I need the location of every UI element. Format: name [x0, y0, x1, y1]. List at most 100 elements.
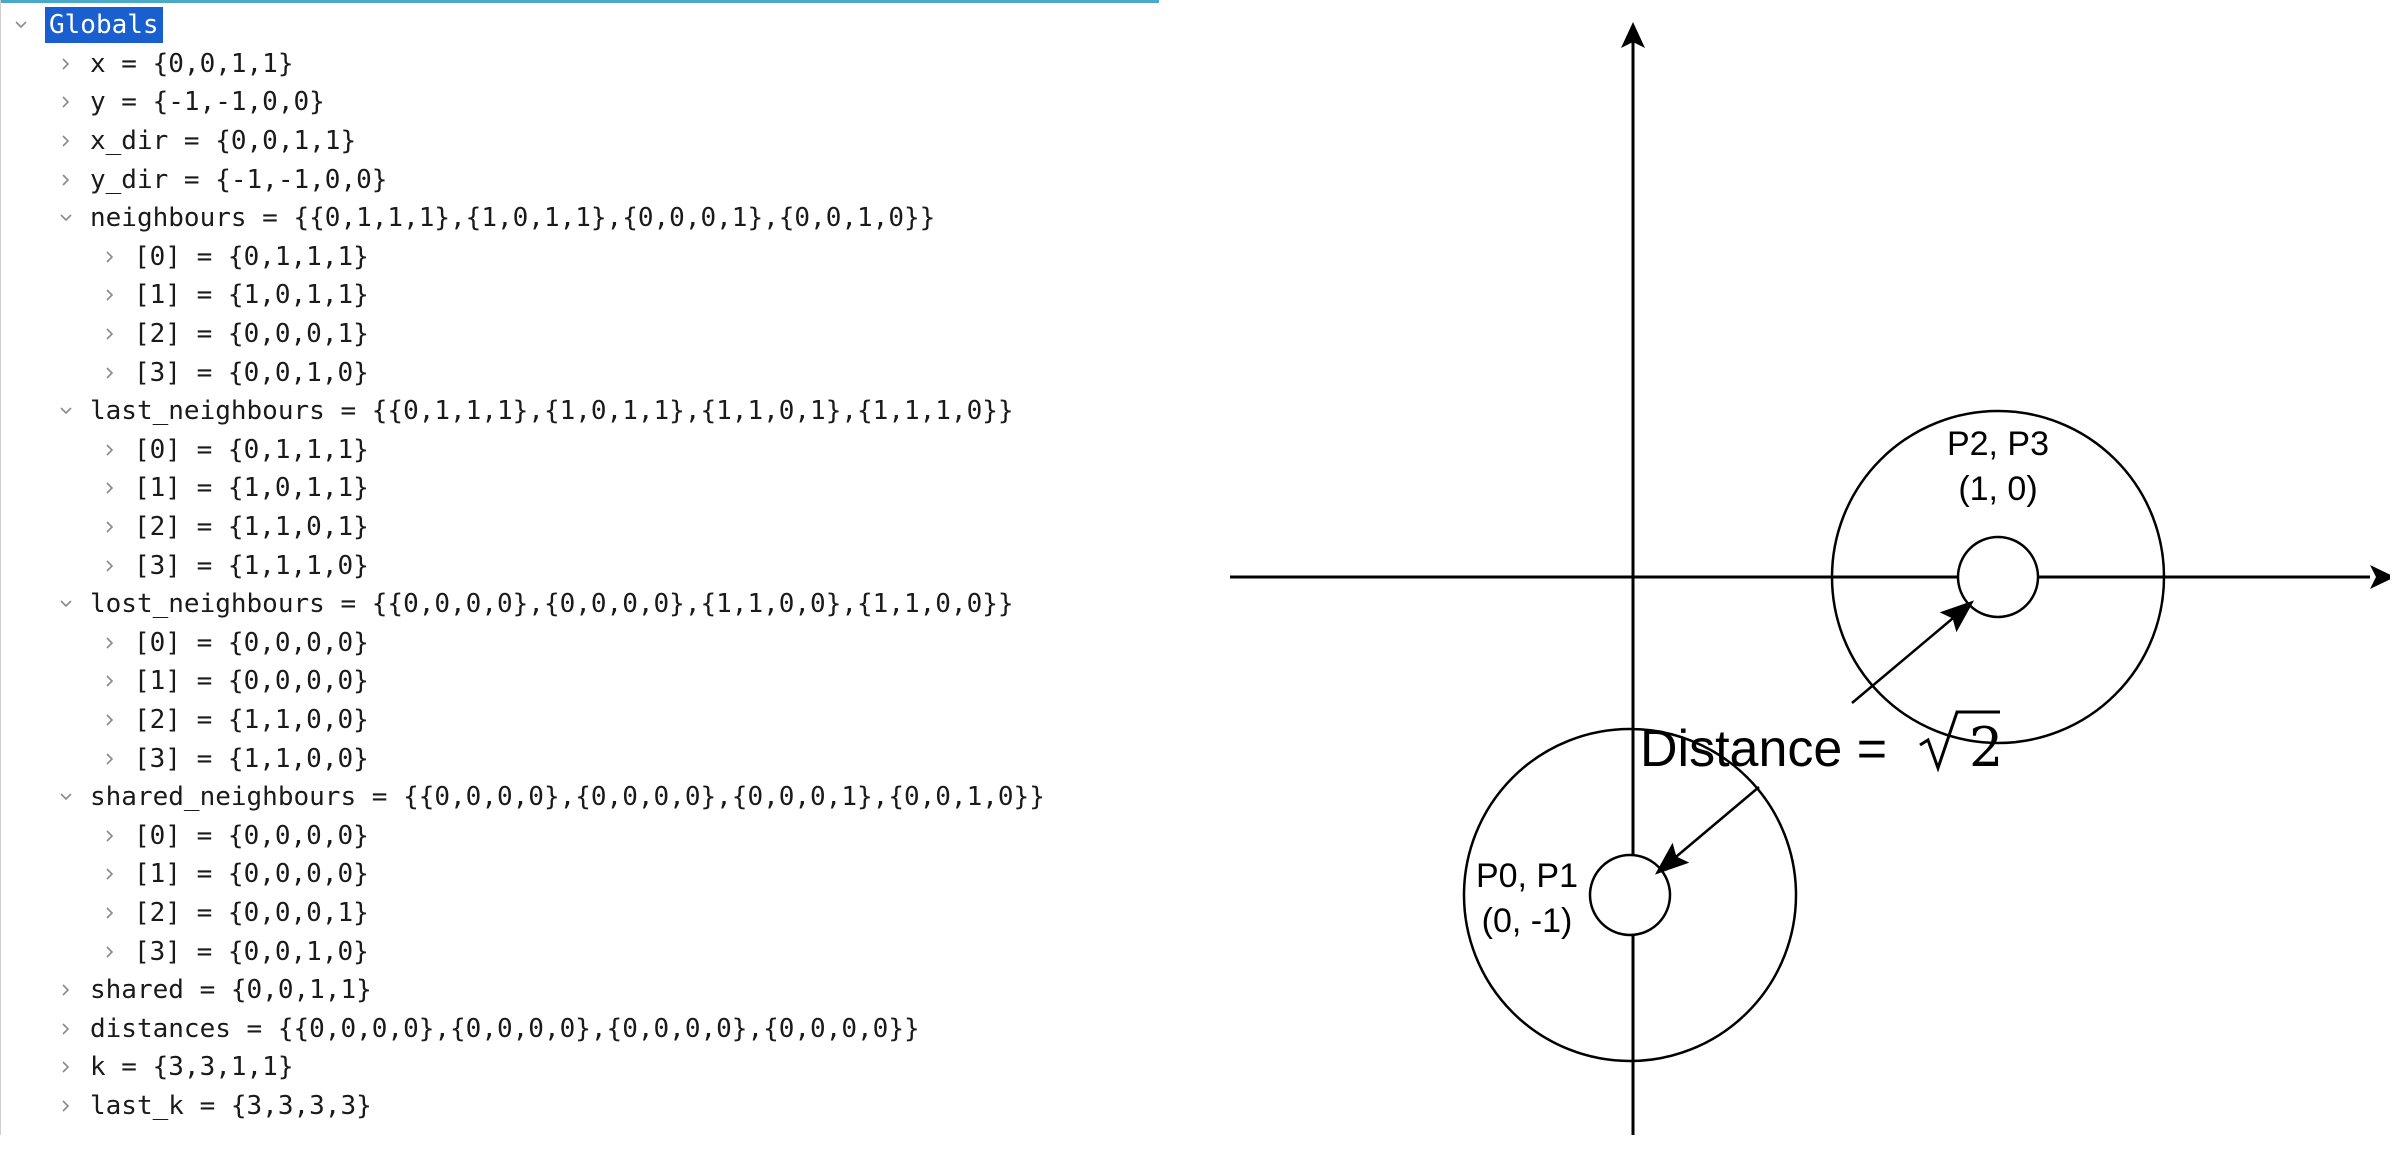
lower-point-circle: [1588, 853, 1672, 937]
upper-group-coord: (1, 0): [1958, 470, 2037, 508]
chevron-down-icon[interactable]: [11, 6, 31, 44]
chevron-right-icon[interactable]: [100, 624, 120, 662]
chevron-right-icon[interactable]: [100, 547, 120, 585]
distance-radicand: 2: [1969, 716, 2003, 779]
tree-row[interactable]: [0] = {0,0,0,0}: [1, 817, 1161, 856]
tree-row-label: distances = {{0,0,0,0},{0,0,0,0},{0,0,0,…: [90, 1013, 920, 1044]
lower-group-name: P0, P1: [1476, 857, 1578, 895]
tree-row[interactable]: [3] = {0,0,1,0}: [1, 932, 1161, 971]
tree-row[interactable]: [2] = {1,1,0,0}: [1, 701, 1161, 740]
tree-row[interactable]: [3] = {1,1,1,0}: [1, 546, 1161, 585]
tree-row[interactable]: y_dir = {-1,-1,0,0}: [1, 160, 1161, 199]
tree-row[interactable]: [1] = {0,0,0,0}: [1, 855, 1161, 894]
upper-group-name: P2, P3: [1947, 425, 2049, 463]
tree-row[interactable]: [0] = {0,1,1,1}: [1, 431, 1161, 470]
tree-row-label: [0] = {0,0,0,0}: [134, 627, 369, 658]
tree-row-label: [1] = {0,0,0,0}: [134, 666, 369, 697]
tree-row-label: [0] = {0,0,0,0}: [134, 820, 369, 851]
tree-row[interactable]: [2] = {0,0,0,1}: [1, 894, 1161, 933]
tree-row[interactable]: distances = {{0,0,0,0},{0,0,0,0},{0,0,0,…: [1, 1010, 1161, 1049]
lower-group-coord: (0, -1): [1482, 902, 1573, 940]
tree-row-label: [1] = {1,0,1,1}: [134, 280, 369, 311]
chevron-right-icon[interactable]: [100, 354, 120, 392]
x-axis-arrowhead: [2370, 565, 2390, 589]
tree-row[interactable]: lost_neighbours = {{0,0,0,0},{0,0,0,0},{…: [1, 585, 1161, 624]
tree-row-label: [3] = {0,0,1,0}: [134, 357, 369, 388]
tree-row[interactable]: shared = {0,0,1,1}: [1, 971, 1161, 1010]
chevron-right-icon[interactable]: [56, 83, 76, 121]
chevron-right-icon[interactable]: [100, 508, 120, 546]
chevron-right-icon[interactable]: [56, 1010, 76, 1048]
tree-row[interactable]: [1] = {1,0,1,1}: [1, 276, 1161, 315]
chevron-right-icon[interactable]: [100, 701, 120, 739]
tree-row-label: neighbours = {{0,1,1,1},{1,0,1,1},{0,0,0…: [90, 203, 936, 234]
tree-row[interactable]: [1] = {1,0,1,1}: [1, 469, 1161, 508]
tree-row[interactable]: last_neighbours = {{0,1,1,1},{1,0,1,1},{…: [1, 392, 1161, 431]
distance-diagram: P2, P3 (1, 0) P0, P1 (0, -1) Distance = …: [1230, 0, 2390, 1140]
distance-arrow-upper: [1851, 600, 1975, 704]
lower-outer-circle: [1462, 727, 1798, 1063]
panel-bottom-edge: [1, 1128, 1161, 1135]
tree-row-label: shared_neighbours = {{0,0,0,0},{0,0,0,0}…: [90, 782, 1045, 813]
chevron-right-icon[interactable]: [100, 817, 120, 855]
chevron-down-icon[interactable]: [56, 778, 76, 816]
tree-row-label: [3] = {1,1,0,0}: [134, 743, 369, 774]
tree-row[interactable]: [0] = {0,0,0,0}: [1, 624, 1161, 663]
distance-label: Distance =: [1640, 720, 1887, 778]
tree-row-label: x_dir = {0,0,1,1}: [90, 126, 357, 157]
chevron-right-icon[interactable]: [100, 469, 120, 507]
chevron-right-icon[interactable]: [100, 855, 120, 893]
tree-row[interactable]: x_dir = {0,0,1,1}: [1, 122, 1161, 161]
tree-row-label: x = {0,0,1,1}: [90, 48, 294, 79]
chevron-right-icon[interactable]: [100, 315, 120, 353]
tree-row[interactable]: neighbours = {{0,1,1,1},{1,0,1,1},{0,0,0…: [1, 199, 1161, 238]
diagram-canvas: P2, P3 (1, 0) P0, P1 (0, -1) Distance = …: [1230, 22, 2390, 1135]
chevron-right-icon[interactable]: [100, 933, 120, 971]
chevron-right-icon[interactable]: [100, 740, 120, 778]
panel-focus-accent: [1, 0, 1159, 3]
chevron-down-icon[interactable]: [56, 199, 76, 237]
chevron-right-icon[interactable]: [56, 1048, 76, 1086]
tree-row-label: [0] = {0,1,1,1}: [134, 241, 369, 272]
tree-row-label: [2] = {1,1,0,0}: [134, 705, 369, 736]
tree-row[interactable]: [0] = {0,1,1,1}: [1, 238, 1161, 277]
chevron-right-icon[interactable]: [56, 45, 76, 83]
chevron-right-icon[interactable]: [100, 276, 120, 314]
chevron-right-icon[interactable]: [100, 431, 120, 469]
upper-point-circle: [1956, 535, 2040, 619]
chevron-right-icon[interactable]: [56, 122, 76, 160]
tree-row-label: k = {3,3,1,1}: [90, 1052, 294, 1083]
tree-row-label: [3] = {1,1,1,0}: [134, 550, 369, 581]
y-axis-arrowhead: [1621, 22, 1645, 48]
chevron-down-icon[interactable]: [56, 392, 76, 430]
tree-row-label: y_dir = {-1,-1,0,0}: [90, 164, 388, 195]
tree-row-label: [3] = {0,0,1,0}: [134, 936, 369, 967]
tree-row[interactable]: [3] = {0,0,1,0}: [1, 353, 1161, 392]
tree-row-label: [1] = {0,0,0,0}: [134, 859, 369, 890]
chevron-right-icon[interactable]: [100, 662, 120, 700]
chevron-right-icon[interactable]: [56, 971, 76, 1009]
tree-row[interactable]: last_k = {3,3,3,3}: [1, 1087, 1161, 1126]
tree-row[interactable]: [2] = {1,1,0,1}: [1, 508, 1161, 547]
tree-row-label: [1] = {1,0,1,1}: [134, 473, 369, 504]
tree-row[interactable]: [3] = {1,1,0,0}: [1, 739, 1161, 778]
tree-row[interactable]: [1] = {0,0,0,0}: [1, 662, 1161, 701]
tree-row-label: y = {-1,-1,0,0}: [90, 87, 325, 118]
tree-row[interactable]: y = {-1,-1,0,0}: [1, 83, 1161, 122]
tree-row-label: [2] = {0,0,0,1}: [134, 898, 369, 929]
tree-row-label: [0] = {0,1,1,1}: [134, 434, 369, 465]
chevron-right-icon[interactable]: [56, 161, 76, 199]
chevron-down-icon[interactable]: [56, 585, 76, 623]
tree-row[interactable]: x = {0,0,1,1}: [1, 45, 1161, 84]
chevron-right-icon[interactable]: [100, 894, 120, 932]
tree-row[interactable]: k = {3,3,1,1}: [1, 1048, 1161, 1087]
tree-row-label: last_neighbours = {{0,1,1,1},{1,0,1,1},{…: [90, 396, 1014, 427]
tree-row-label: [2] = {0,0,0,1}: [134, 319, 369, 350]
tree-row[interactable]: shared_neighbours = {{0,0,0,0},{0,0,0,0}…: [1, 778, 1161, 817]
distance-arrow-lower: [1654, 786, 1760, 875]
chevron-right-icon[interactable]: [100, 238, 120, 276]
tree-root-row[interactable]: Globals: [1, 6, 1161, 45]
tree-row[interactable]: [2] = {0,0,0,1}: [1, 315, 1161, 354]
tree-row-label: shared = {0,0,1,1}: [90, 975, 372, 1006]
chevron-right-icon[interactable]: [56, 1087, 76, 1125]
